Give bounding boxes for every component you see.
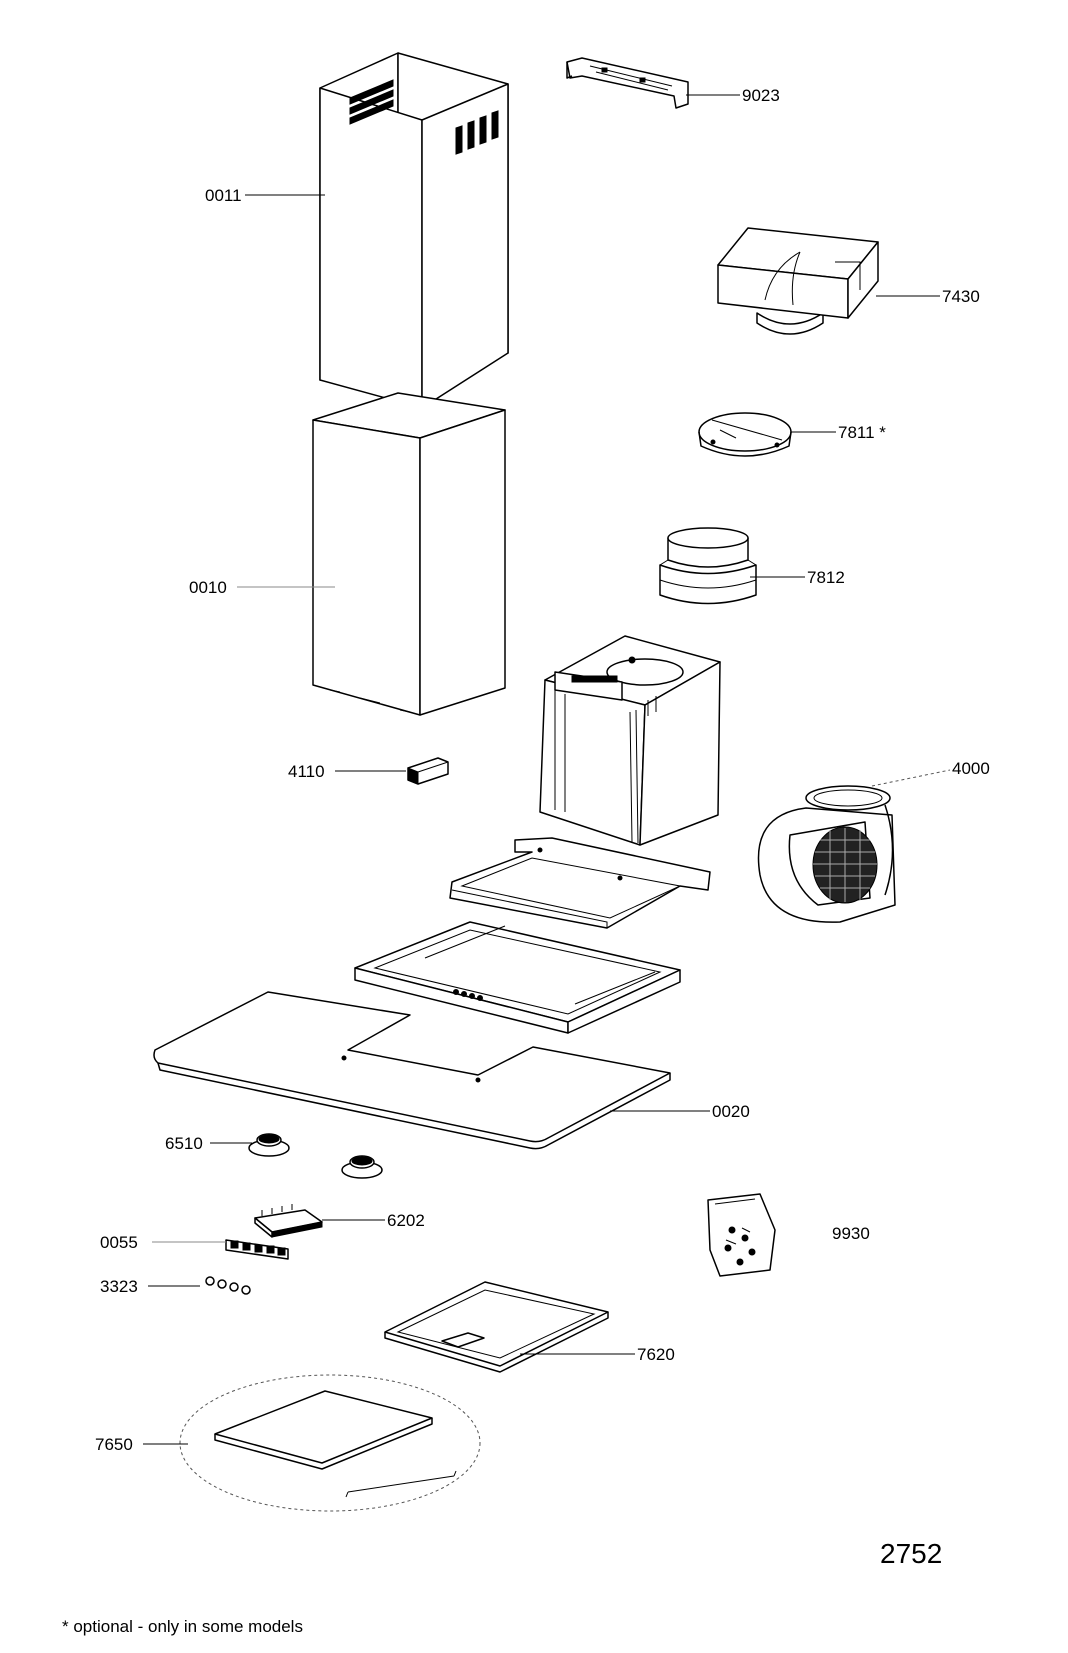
fan-grille bbox=[812, 826, 878, 904]
part-7811-filter-disc bbox=[698, 412, 836, 457]
label-0055: 0055 bbox=[100, 1233, 138, 1252]
label-9023: 9023 bbox=[742, 86, 780, 105]
part-9930-screw-bag bbox=[707, 1193, 776, 1277]
footnote-optional: * optional - only in some models bbox=[62, 1617, 303, 1636]
label-7650: 7650 bbox=[95, 1435, 133, 1454]
inner-frame-plate bbox=[449, 837, 711, 929]
part-7430-deflector bbox=[717, 227, 940, 335]
motor-housing bbox=[539, 635, 721, 846]
label-7430: 7430 bbox=[942, 287, 980, 306]
part-6510-knob bbox=[210, 1133, 383, 1179]
part-0010-lower-chimney bbox=[237, 392, 506, 716]
part-7650-carbon-filter bbox=[143, 1374, 481, 1512]
part-6202-switch-board bbox=[254, 1204, 385, 1238]
label-7812: 7812 bbox=[807, 568, 845, 587]
label-0011: 0011 bbox=[205, 186, 242, 205]
vent-slots-left bbox=[349, 79, 394, 125]
part-0055-button-strip bbox=[152, 1239, 289, 1260]
label-9930: 9930 bbox=[832, 1224, 870, 1243]
part-0011-upper-chimney bbox=[245, 52, 509, 409]
part-7620-grease-filter bbox=[384, 1281, 635, 1373]
drawing-number: 2752 bbox=[880, 1538, 943, 1569]
part-3323-lamps bbox=[148, 1276, 251, 1295]
control-buttons-slot bbox=[453, 989, 483, 1001]
part-4000-blower bbox=[757, 769, 951, 923]
label-7620: 7620 bbox=[637, 1345, 675, 1364]
part-4110-capacitor bbox=[335, 757, 449, 785]
part-0020-glass-canopy bbox=[153, 991, 710, 1150]
label-7811: 7811 * bbox=[838, 423, 886, 442]
label-0010: 0010 bbox=[189, 578, 227, 597]
part-9023-bracket bbox=[566, 57, 740, 109]
part-7812-reducer bbox=[659, 527, 805, 605]
label-4000: 4000 bbox=[952, 759, 990, 778]
label-0020: 0020 bbox=[712, 1102, 750, 1121]
label-6202: 6202 bbox=[387, 1211, 425, 1230]
label-3323: 3323 bbox=[100, 1277, 138, 1296]
hood-body bbox=[354, 921, 681, 1034]
label-4110: 4110 bbox=[288, 762, 325, 781]
vent-slots-right bbox=[455, 110, 499, 155]
label-6510: 6510 bbox=[165, 1134, 203, 1153]
